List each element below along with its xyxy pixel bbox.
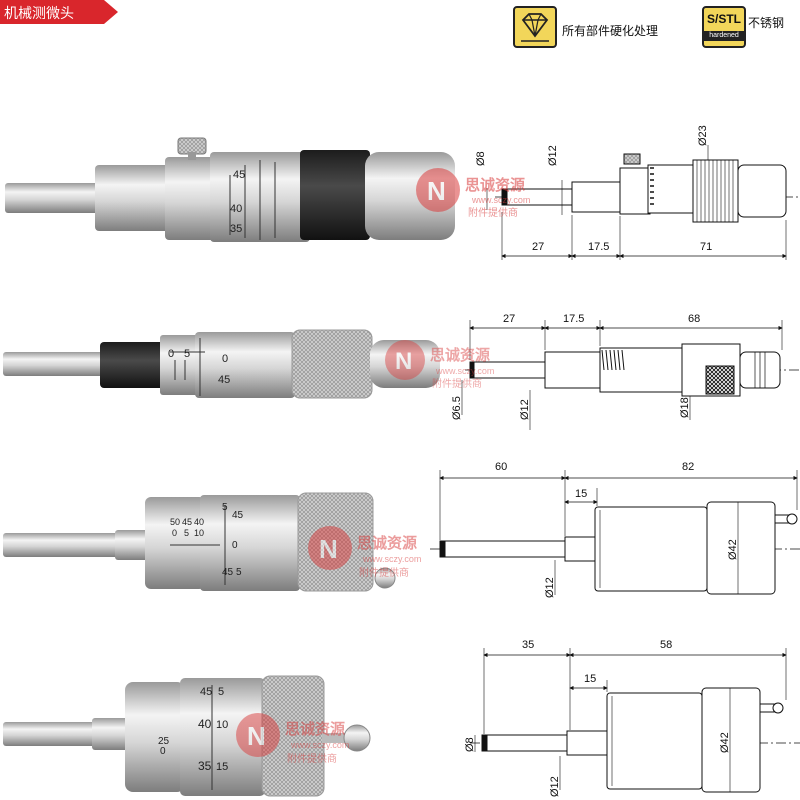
watermark-2-sub: 附件提供商 bbox=[432, 377, 482, 390]
watermark-2-url: www.sczy.com bbox=[435, 366, 494, 376]
watermark-4: N 思诚资源 www.sczy.com 附件提供商 bbox=[236, 713, 349, 765]
p1-dim-d-body: Ø23 bbox=[697, 125, 709, 146]
p3-scale-0: 0 bbox=[172, 528, 177, 538]
svg-text:N: N bbox=[395, 348, 412, 375]
p1-dim-d-spindle: Ø8 bbox=[475, 151, 487, 166]
svg-text:N: N bbox=[247, 721, 266, 751]
watermark-4-url: www.sczy.com bbox=[290, 740, 349, 750]
p3-dim-len-b: 82 bbox=[682, 461, 694, 473]
p4-scale-25: 25 bbox=[158, 736, 170, 747]
p1-scale-40: 40 bbox=[230, 203, 242, 215]
p4-scale-10: 10 bbox=[216, 719, 228, 731]
header-tag-shape bbox=[0, 0, 118, 24]
watermark-1-url: www.sczy.com bbox=[471, 195, 530, 205]
p4-scale-0: 0 bbox=[160, 746, 166, 757]
svg-text:N: N bbox=[319, 534, 338, 564]
p1-dim-len-a: 27 bbox=[532, 241, 544, 253]
watermark-2-name: 思诚资源 bbox=[430, 346, 490, 364]
watermark-1: N 思诚资源 www.sczy.com 附件提供商 bbox=[416, 168, 530, 219]
p4-scale-40: 40 bbox=[198, 717, 212, 731]
product-3-photo: 50 45 40 0 5 10 5 45 0 45 5 bbox=[3, 492, 396, 592]
p2-dim-len-b: 17.5 bbox=[563, 313, 584, 325]
sstl-badge-top: S/STL bbox=[706, 12, 741, 26]
watermark-1-sub: 附件提供商 bbox=[468, 206, 518, 219]
p1-scale-35: 35 bbox=[230, 223, 242, 235]
p4-dim-d-spindle: Ø8 bbox=[464, 737, 476, 752]
p2-scale-45: 45 bbox=[218, 374, 230, 386]
product-2-drawing bbox=[461, 320, 800, 430]
p3-dim-d-body: Ø42 bbox=[727, 539, 739, 560]
product-4-drawing bbox=[470, 648, 800, 793]
p4-scale-5: 5 bbox=[218, 686, 224, 698]
p2-scale-0b: 0 bbox=[222, 353, 228, 365]
p3-scale-5c: 5 bbox=[236, 567, 242, 578]
p2-scale-0a: 0 bbox=[168, 348, 174, 360]
p3-dim-len-c: 15 bbox=[575, 488, 587, 500]
p3-scale-0b: 0 bbox=[232, 540, 238, 551]
p3-scale-40: 40 bbox=[194, 517, 204, 527]
diamond-badge bbox=[513, 6, 557, 48]
p2-dim-d-stem: Ø12 bbox=[519, 399, 531, 420]
p3-dim-len-a: 60 bbox=[495, 461, 507, 473]
product-3-drawing bbox=[430, 470, 800, 595]
p2-dim-len-c: 68 bbox=[688, 313, 700, 325]
p1-dim-len-b: 17.5 bbox=[588, 241, 609, 253]
p3-scale-5: 5 bbox=[184, 528, 189, 538]
p3-scale-50: 50 bbox=[170, 517, 180, 527]
hardened-text: 所有部件硬化处理 bbox=[562, 24, 659, 38]
p4-scale-35: 35 bbox=[198, 759, 212, 773]
p4-scale-45: 45 bbox=[200, 686, 212, 698]
watermark-2: N 思诚资源 www.sczy.com 附件提供商 bbox=[385, 340, 494, 390]
p2-scale-5: 5 bbox=[184, 348, 190, 360]
product-2-photo: 0 5 0 45 bbox=[3, 329, 440, 399]
watermark-1-name: 思诚资源 bbox=[465, 176, 525, 194]
p1-scale-45: 45 bbox=[233, 169, 245, 181]
sstl-badge-bottom: hardened bbox=[704, 31, 744, 41]
p4-dim-len-a: 35 bbox=[522, 639, 534, 651]
p3-scale-45b: 45 bbox=[232, 510, 244, 521]
p2-dim-d-spindle: Ø6.5 bbox=[451, 396, 463, 420]
watermark-3-sub: 附件提供商 bbox=[359, 566, 409, 579]
diamond-icon bbox=[521, 13, 549, 42]
watermark-4-sub: 附件提供商 bbox=[287, 752, 337, 765]
p4-dim-d-stem: Ø12 bbox=[549, 776, 561, 797]
sstl-badge: S/STL hardened bbox=[702, 6, 746, 48]
p2-dim-len-a: 27 bbox=[503, 313, 515, 325]
p3-dim-d-stem: Ø12 bbox=[544, 577, 556, 598]
product-1-drawing bbox=[486, 145, 800, 260]
product-1-photo: 45 40 35 bbox=[5, 137, 455, 242]
watermark-3-name: 思诚资源 bbox=[357, 534, 417, 552]
p3-scale-45: 45 bbox=[182, 517, 192, 527]
watermark-3: N 思诚资源 www.sczy.com 附件提供商 bbox=[308, 526, 421, 579]
stainless-text: 不锈钢 bbox=[748, 16, 785, 30]
header-tag-label: 机械测微头 bbox=[4, 6, 74, 22]
p3-scale-45c: 45 bbox=[222, 567, 234, 578]
p1-dim-len-c: 71 bbox=[700, 241, 712, 253]
p4-scale-15: 15 bbox=[216, 761, 228, 773]
p4-dim-len-c: 15 bbox=[584, 673, 596, 685]
product-4-photo: 45 5 40 10 25 0 35 15 bbox=[3, 675, 371, 797]
p2-dim-d-body: Ø18 bbox=[679, 397, 691, 418]
svg-text:N: N bbox=[427, 176, 446, 206]
p3-scale-10: 10 bbox=[194, 528, 204, 538]
p4-dim-len-b: 58 bbox=[660, 639, 672, 651]
p4-dim-d-body: Ø42 bbox=[719, 732, 731, 753]
watermark-3-url: www.sczy.com bbox=[362, 554, 421, 564]
watermark-4-name: 思诚资源 bbox=[285, 720, 345, 738]
p3-scale-5b: 5 bbox=[222, 502, 228, 513]
p1-dim-d-stem: Ø12 bbox=[547, 145, 559, 166]
